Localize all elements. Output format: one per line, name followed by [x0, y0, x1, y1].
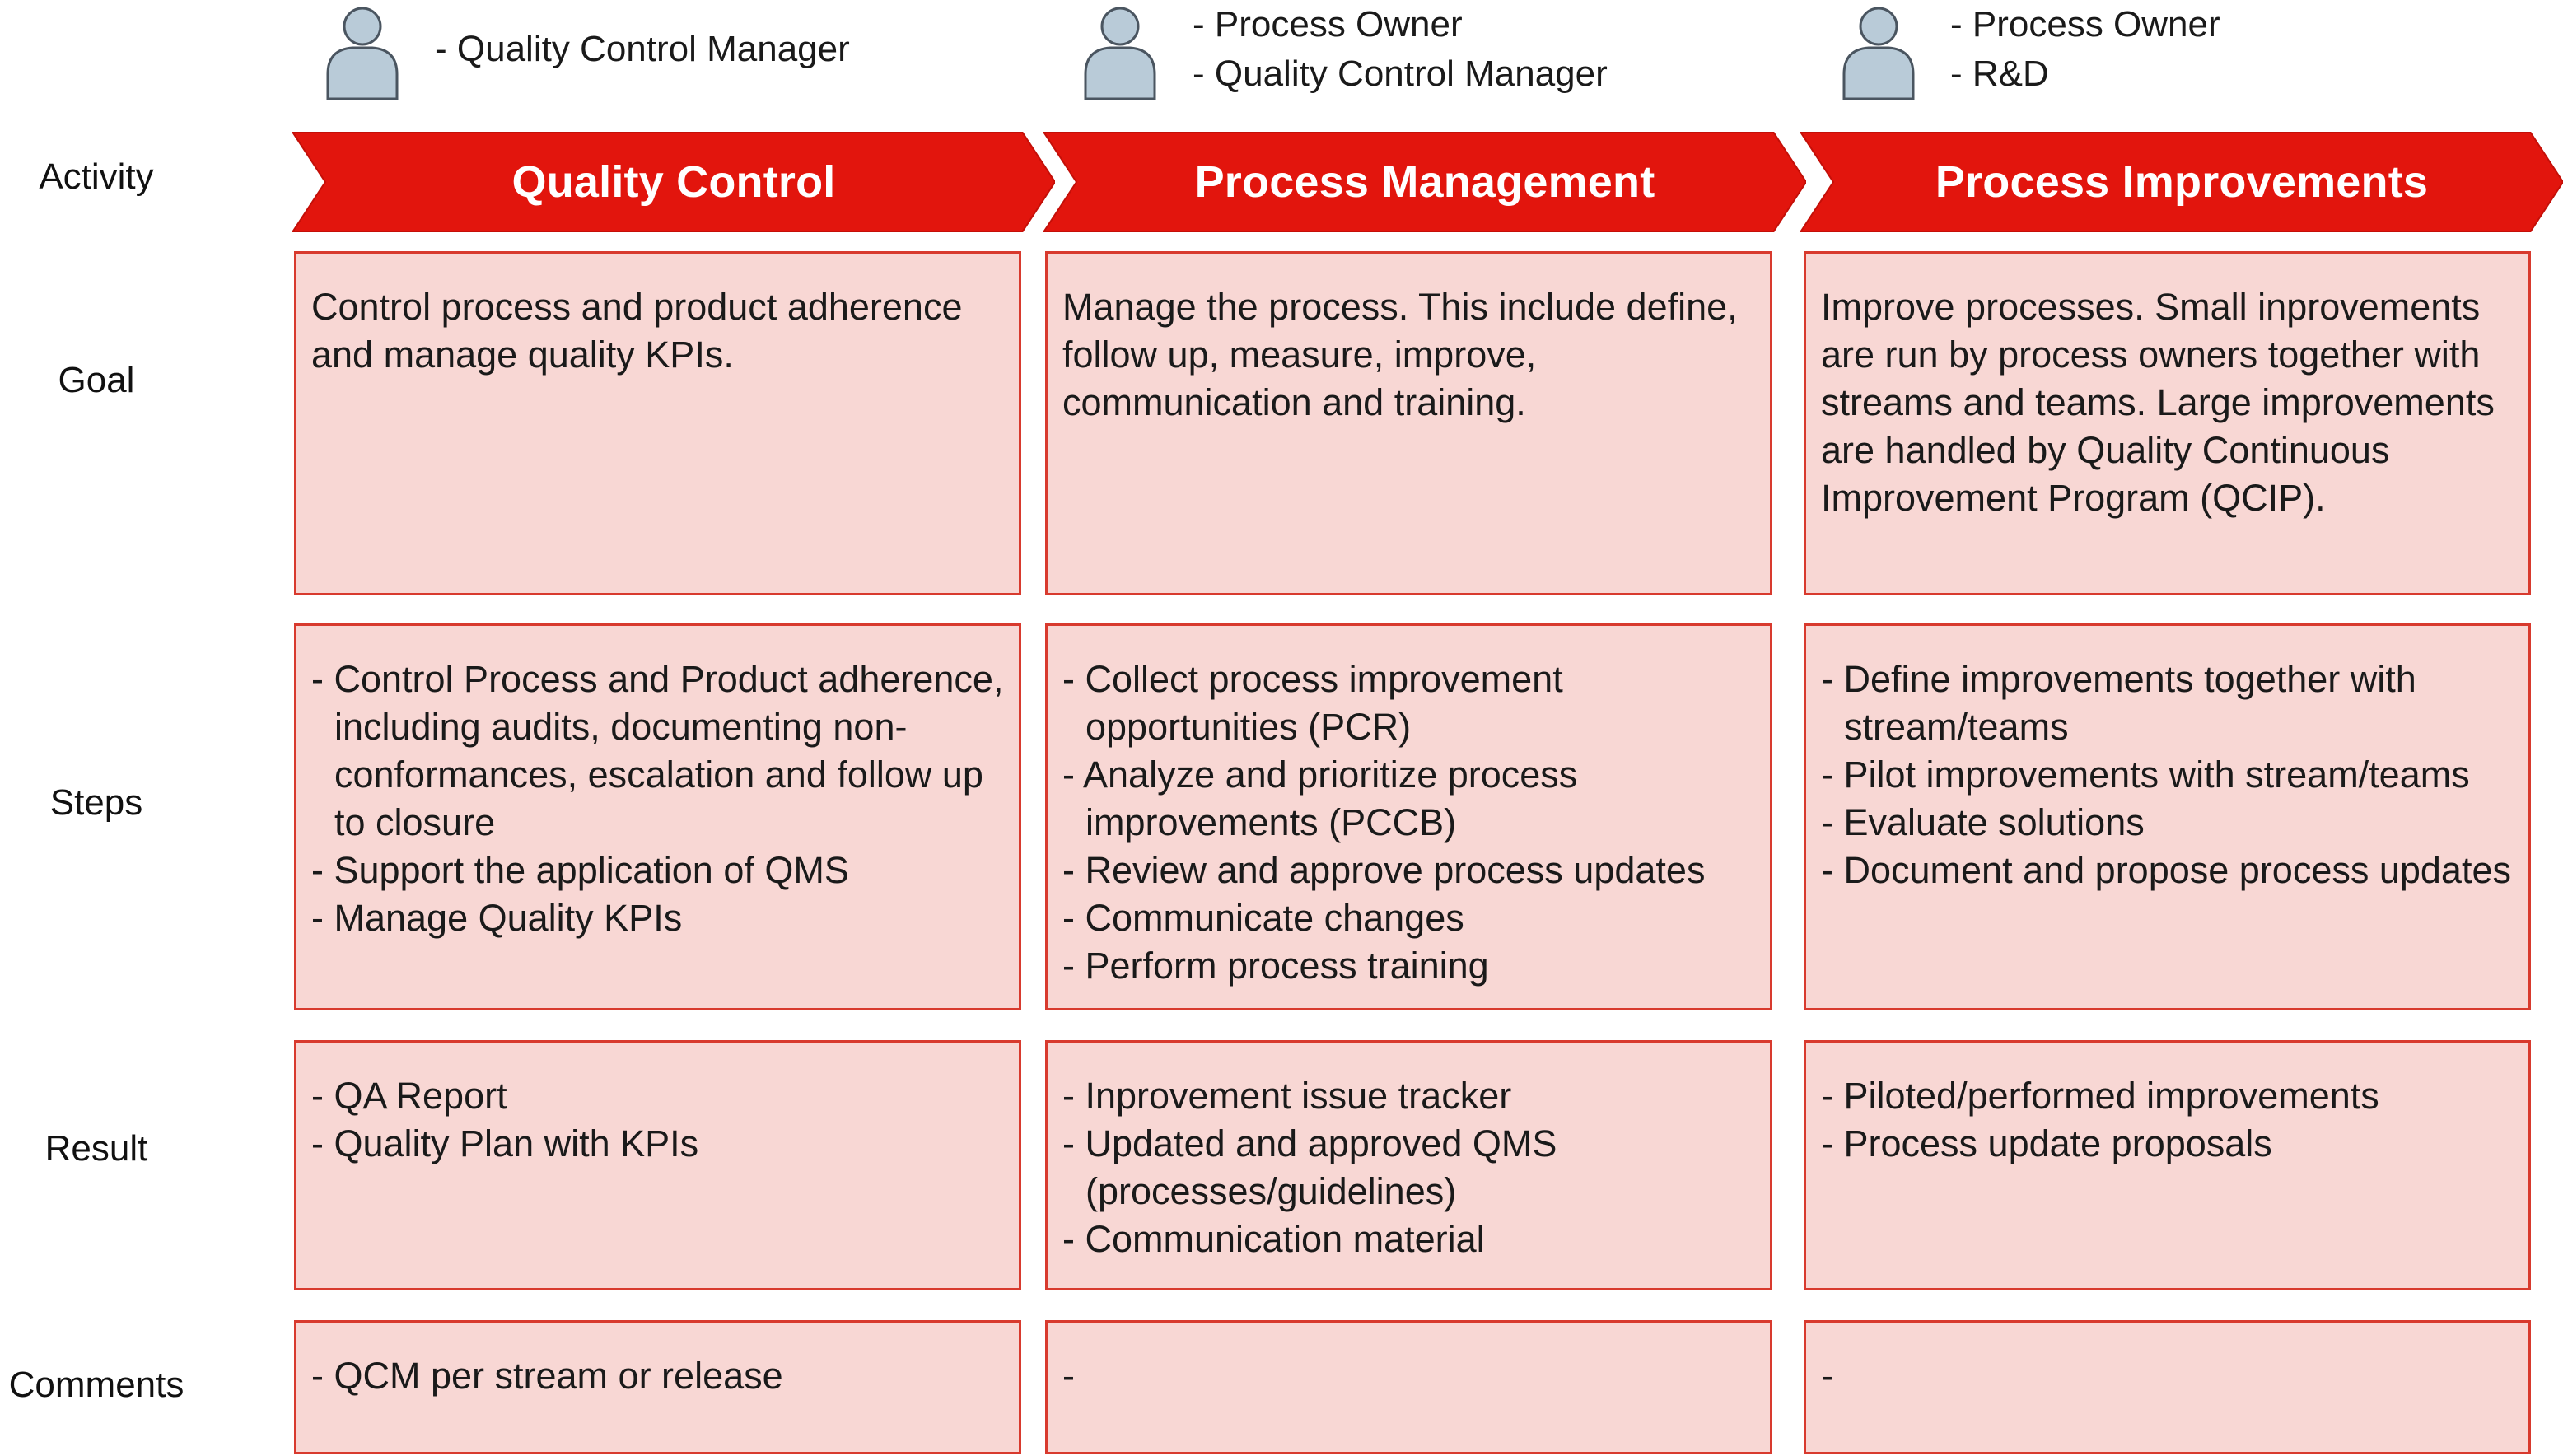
- activity-title: Process Improvements: [1935, 157, 2429, 207]
- list-item: - QCM per stream or release: [311, 1355, 783, 1397]
- goal-box-quality-control: Control process and product adherence an…: [294, 251, 1021, 595]
- list-item: - Define improvements together with stre…: [1821, 658, 2416, 748]
- list-item: - Control Process and Product adherence,…: [311, 658, 1004, 843]
- activity-title: Process Management: [1194, 157, 1655, 207]
- list-item: - Updated and approved QMS (processes/gu…: [1062, 1122, 1557, 1212]
- steps-box-quality-control: - Control Process and Product adherence,…: [294, 623, 1021, 1010]
- row-label-comments: Comments: [8, 1365, 184, 1405]
- result-box-process-management: - Inprovement issue tracker - Updated an…: [1045, 1040, 1772, 1290]
- list-item: -: [1062, 1355, 1075, 1397]
- goal-text: Improve processes. Small inprovements ar…: [1821, 286, 2495, 519]
- list-item: - Piloted/performed improvements: [1821, 1075, 2379, 1117]
- person-icon: [1842, 2, 1916, 100]
- goal-text: Control process and product adherence an…: [311, 286, 963, 376]
- chevron-process-improvements: Process Improvements: [1800, 132, 2563, 232]
- comments-box-process-management: -: [1045, 1320, 1772, 1454]
- role-label: - R&D: [1950, 54, 2049, 94]
- chevron-process-management: Process Management: [1043, 132, 1806, 232]
- steps-box-process-management: - Collect process improvement opportunit…: [1045, 623, 1772, 1010]
- list-item: - Pilot improvements with stream/teams: [1821, 754, 2470, 796]
- steps-box-process-improvements: - Define improvements together with stre…: [1804, 623, 2531, 1010]
- list-item: - Perform process training: [1062, 945, 1489, 987]
- list-item: - Support the application of QMS: [311, 849, 849, 891]
- row-label-activity: Activity: [39, 156, 154, 197]
- row-label-steps: Steps: [49, 782, 143, 823]
- list-item: - Process update proposals: [1821, 1122, 2272, 1164]
- list-item: - Evaluate solutions: [1821, 801, 2145, 843]
- result-box-process-improvements: - Piloted/performed improvements - Proce…: [1804, 1040, 2531, 1290]
- role-label: - Quality Control Manager: [435, 29, 850, 69]
- comments-box-process-improvements: -: [1804, 1320, 2531, 1454]
- result-box-quality-control: - QA Report - Quality Plan with KPIs: [294, 1040, 1021, 1290]
- goal-box-process-management: Manage the process. This include define,…: [1045, 251, 1772, 595]
- comments-box-quality-control: - QCM per stream or release: [294, 1320, 1021, 1454]
- list-item: - Communicate changes: [1062, 897, 1464, 939]
- row-label-goal: Goal: [58, 360, 135, 400]
- list-item: -: [1821, 1355, 1833, 1397]
- goal-text: Manage the process. This include define,…: [1062, 286, 1738, 423]
- list-item: - Collect process improvement opportunit…: [1062, 658, 1563, 748]
- list-item: - Document and propose process updates: [1821, 849, 2511, 891]
- role-label: - Process Owner: [1193, 4, 1463, 44]
- list-item: - Inprovement issue tracker: [1062, 1075, 1512, 1117]
- chevron-quality-control: Quality Control: [292, 132, 1055, 232]
- roles-process-improvements: - Process Owner - R&D: [1950, 0, 2220, 99]
- roles-quality-control: - Quality Control Manager: [435, 25, 850, 74]
- person-icon: [325, 2, 399, 100]
- list-item: - Manage Quality KPIs: [311, 897, 683, 939]
- list-item: - Communication material: [1062, 1218, 1485, 1260]
- row-label-result: Result: [44, 1128, 148, 1169]
- list-item: - Quality Plan with KPIs: [311, 1122, 699, 1164]
- list-item: - Review and approve process updates: [1062, 849, 1706, 891]
- list-item: - Analyze and prioritize process improve…: [1062, 754, 1578, 843]
- goal-box-process-improvements: Improve processes. Small inprovements ar…: [1804, 251, 2531, 595]
- list-item: - QA Report: [311, 1075, 507, 1117]
- role-label: - Quality Control Manager: [1193, 54, 1608, 94]
- person-icon: [1083, 2, 1157, 100]
- roles-process-management: - Process Owner - Quality Control Manage…: [1193, 0, 1608, 99]
- role-label: - Process Owner: [1950, 4, 2220, 44]
- activity-title: Quality Control: [511, 157, 836, 207]
